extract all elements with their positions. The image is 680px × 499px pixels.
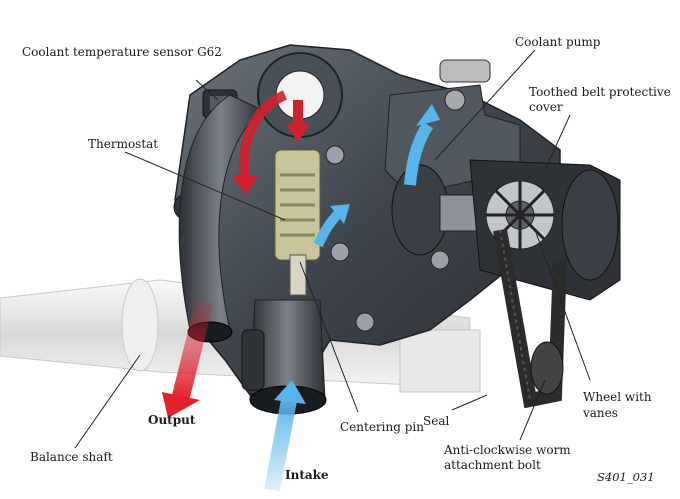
label-toothed-belt-cover-line2: cover (529, 100, 563, 114)
label-output: Output (148, 413, 196, 427)
label-coolant-pump: Coolant pump (515, 35, 601, 49)
intake-pipe (241, 299, 327, 415)
label-intake: Intake (285, 468, 329, 482)
label-coolant-temperature-sensor: Coolant temperature sensor G62 (22, 45, 222, 59)
cold-flow-arrows (264, 104, 440, 492)
leader-lines (74, 49, 591, 449)
label-toothed-belt-cover-line1: Toothed belt protective (529, 85, 671, 99)
label-seal: Seal (423, 414, 450, 428)
toothed-belt (493, 228, 567, 409)
label-wheel-with-vanes-line2: vanes (583, 406, 618, 420)
label-worm-bolt-line2: attachment bolt (444, 458, 541, 472)
figure-code: S401_031 (597, 470, 655, 484)
hot-flow-arrows (162, 90, 310, 418)
label-thermostat: Thermostat (88, 137, 159, 151)
label-balance-shaft: Balance shaft (30, 450, 113, 464)
label-centering-pin: Centering pin (340, 420, 424, 434)
label-worm-bolt-line1: Anti-clockwise worm (444, 443, 571, 457)
label-wheel-with-vanes-line1: Wheel with (583, 390, 652, 404)
